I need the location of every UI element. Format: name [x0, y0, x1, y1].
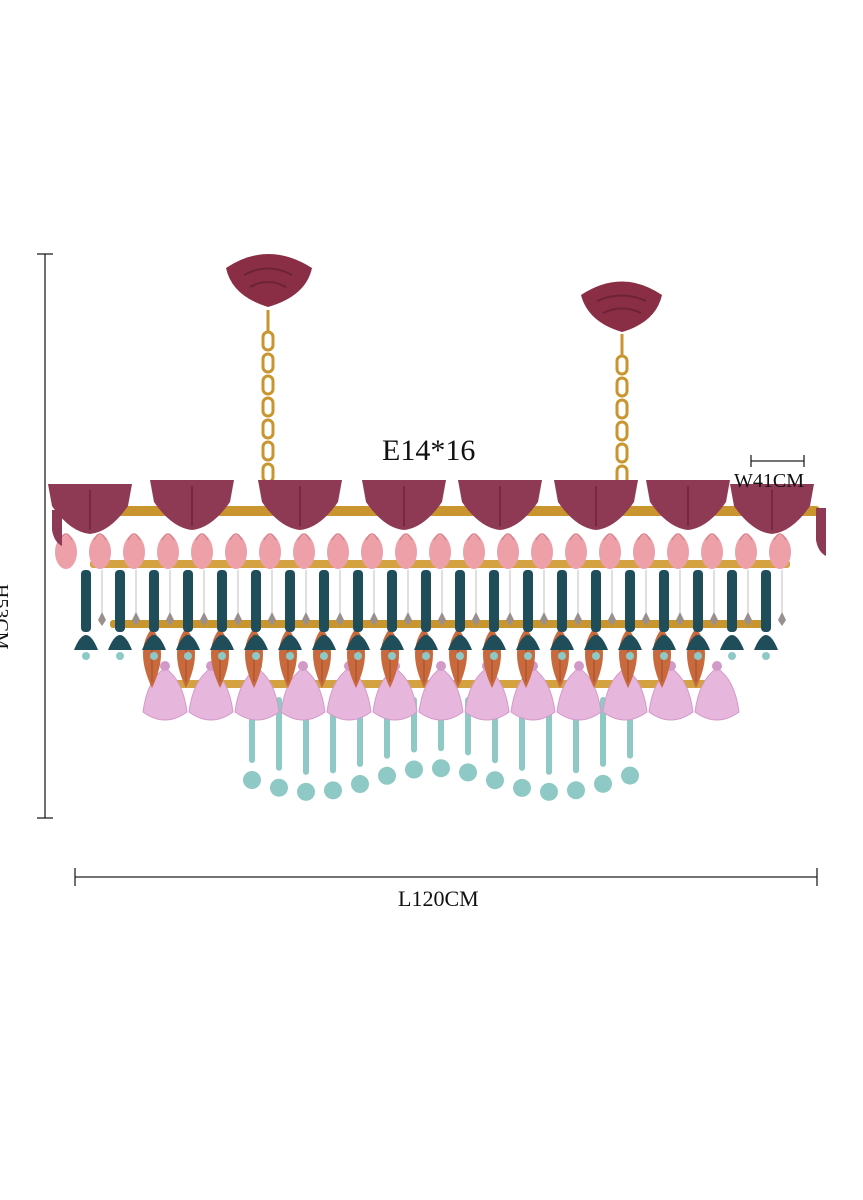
pink-bud: [191, 535, 213, 569]
mint-drop: [540, 782, 558, 801]
lilac-shell-row: [142, 661, 740, 721]
pink-bud: [463, 535, 485, 569]
pink-bud: [531, 535, 553, 569]
teal-bell: [591, 570, 601, 632]
length-label: L120CM: [398, 886, 479, 911]
pink-bud: [701, 535, 723, 569]
teal-bell: [217, 570, 227, 632]
chain-link: [261, 418, 275, 440]
pink-bud: [769, 535, 791, 569]
teal-bell: [659, 570, 669, 632]
width-label: W41CM: [734, 470, 804, 492]
pink-bud: [361, 535, 383, 569]
mint-drop: [243, 771, 261, 789]
teal-bell: [149, 570, 159, 632]
lamp-shade-row: [48, 480, 826, 556]
teal-bell: [319, 570, 329, 632]
pink-bud: [293, 535, 315, 569]
chain-link: [615, 420, 629, 442]
pink-bud: [157, 535, 179, 569]
height-dimension-line: [37, 253, 53, 819]
pink-bud: [667, 535, 689, 569]
pink-bud: [259, 535, 281, 569]
teal-bell: [625, 570, 635, 632]
lilac-shell: [510, 667, 556, 721]
pink-bud: [429, 535, 451, 569]
mint-drop: [378, 766, 396, 785]
chain-link: [261, 462, 275, 484]
right-canopy: [581, 281, 662, 332]
chain-link: [615, 354, 629, 376]
bulb-spec-label: E14*16: [382, 434, 476, 467]
mint-drop: [324, 781, 342, 800]
lilac-shell: [602, 667, 648, 721]
left-canopy: [226, 254, 312, 307]
mint-drop: [432, 759, 450, 778]
chain-link: [261, 396, 275, 418]
teal-bell: [285, 570, 295, 632]
pink-bud: [395, 535, 417, 569]
lamp-shade: [816, 508, 826, 556]
teal-bell: [455, 570, 465, 632]
teal-bell: [387, 570, 397, 632]
mint-drop: [270, 778, 288, 797]
mint-drop: [621, 766, 639, 785]
teal-bell: [115, 570, 125, 632]
lilac-shell: [694, 667, 740, 721]
suspension-chains: [261, 310, 629, 486]
mint-drop: [459, 763, 477, 782]
width-dimension-line: [750, 455, 805, 467]
chain-link: [615, 442, 629, 464]
teal-bell: [557, 570, 567, 632]
length-dimension-line: [74, 868, 818, 886]
lamp-shade: [52, 510, 62, 546]
teal-bell: [421, 570, 431, 632]
teal-bell: [693, 570, 703, 632]
teal-bell: [523, 570, 533, 632]
pink-bud: [225, 535, 247, 569]
lilac-shell: [464, 667, 510, 721]
pink-bud: [89, 535, 111, 569]
pink-bud: [327, 535, 349, 569]
pink-bud-row: [55, 533, 791, 569]
pink-bud: [565, 535, 587, 569]
pink-bud: [599, 535, 621, 569]
mint-drop: [486, 771, 504, 790]
pink-bud: [123, 535, 145, 569]
chain-link: [261, 352, 275, 374]
mint-drop: [351, 775, 369, 794]
mint-drop: [405, 760, 423, 779]
pink-bud: [633, 535, 655, 569]
chain-link: [261, 330, 275, 352]
teal-bell: [183, 570, 193, 632]
lilac-shell: [372, 667, 418, 721]
chain-link: [261, 374, 275, 396]
lilac-shell: [188, 667, 234, 721]
teal-bell: [489, 570, 499, 632]
mint-drop: [594, 774, 612, 793]
pink-bud: [735, 535, 757, 569]
mint-drop: [513, 778, 531, 797]
teal-bell: [727, 570, 737, 632]
teal-bell: [251, 570, 261, 632]
pink-bud: [497, 535, 519, 569]
chain-link: [615, 398, 629, 420]
mint-drop: [567, 781, 585, 800]
teal-bell: [761, 570, 771, 632]
teal-bell: [353, 570, 363, 632]
chain-link: [615, 376, 629, 398]
chain-link: [261, 440, 275, 462]
lilac-shell: [234, 667, 280, 721]
mint-drop: [297, 782, 315, 801]
lilac-shell: [418, 667, 464, 721]
lilac-shell: [648, 667, 694, 721]
teal-bell-row: [74, 570, 786, 660]
lilac-shell: [326, 667, 372, 721]
height-label: H53CM: [0, 584, 12, 650]
teal-bell: [81, 570, 91, 632]
